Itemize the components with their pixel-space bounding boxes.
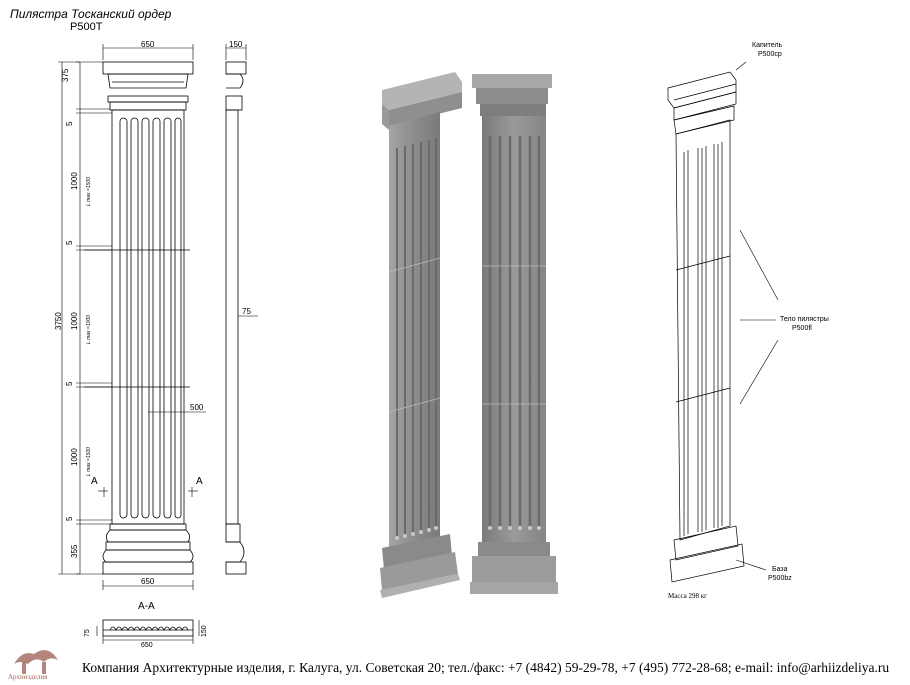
render-angled — [380, 72, 462, 598]
front-dimensions — [58, 44, 206, 590]
dim-seg-3: 1000 — [70, 448, 79, 466]
side-dimensions — [225, 44, 258, 317]
render-front — [470, 74, 558, 594]
callout-capital-code: P500cp — [758, 51, 782, 58]
dim-depth: 150 — [229, 40, 243, 49]
section-depth-right: 150 — [201, 625, 208, 637]
mass-label: Масса 298 кг — [668, 592, 708, 600]
section-mark-right: A — [196, 476, 203, 487]
line-axonometry — [667, 71, 745, 583]
dim-half-width: 500 — [190, 403, 204, 412]
section-width: 650 — [141, 642, 153, 649]
dim-seg-1-note: L max.=1500 — [86, 177, 92, 206]
dim-seg-1: 1000 — [70, 172, 79, 190]
dim-gap-2: 5 — [65, 240, 74, 245]
section-mark-left: A — [91, 476, 98, 487]
dim-side-depth: 75 — [242, 307, 251, 316]
callout-body-code: P500fl — [792, 325, 812, 332]
drawing-title: Пилястра Тосканский ордер — [10, 7, 172, 21]
dim-gap-3: 5 — [65, 381, 74, 386]
section-a-a — [102, 619, 194, 637]
dim-seg-3-note: L max.=1500 — [86, 447, 92, 476]
dim-gap-4: 5 — [65, 516, 74, 521]
callout-base-code: P500bz — [768, 575, 792, 582]
company-logo — [14, 650, 58, 674]
section-dimensions — [96, 620, 200, 644]
front-flutes — [119, 117, 182, 519]
dim-capital-h: 375 — [61, 68, 70, 82]
front-elevation — [84, 61, 194, 575]
footer-contact: Компания Архитектурные изделия, г. Калуг… — [82, 660, 890, 675]
callout-capital-label: Капитель — [752, 42, 783, 49]
callout-body-label: Тело пилястры — [780, 316, 829, 323]
dim-total-h: 3750 — [54, 312, 63, 330]
dim-gap-1: 5 — [65, 121, 74, 126]
dim-width-top: 650 — [141, 40, 155, 49]
logo-text: Архиизделия — [8, 673, 48, 681]
dim-width-bottom: 650 — [141, 577, 155, 586]
side-elevation — [225, 61, 247, 575]
section-title: A-A — [138, 601, 155, 612]
drawing-code: P500T — [70, 21, 103, 33]
dim-seg-2-note: L max.=1000 — [86, 315, 92, 344]
callout-leaders — [735, 61, 779, 571]
section-depth-left: 75 — [84, 629, 91, 637]
dim-seg-2: 1000 — [70, 312, 79, 330]
callout-base-label: База — [772, 566, 788, 573]
dim-base-h: 355 — [70, 544, 79, 558]
